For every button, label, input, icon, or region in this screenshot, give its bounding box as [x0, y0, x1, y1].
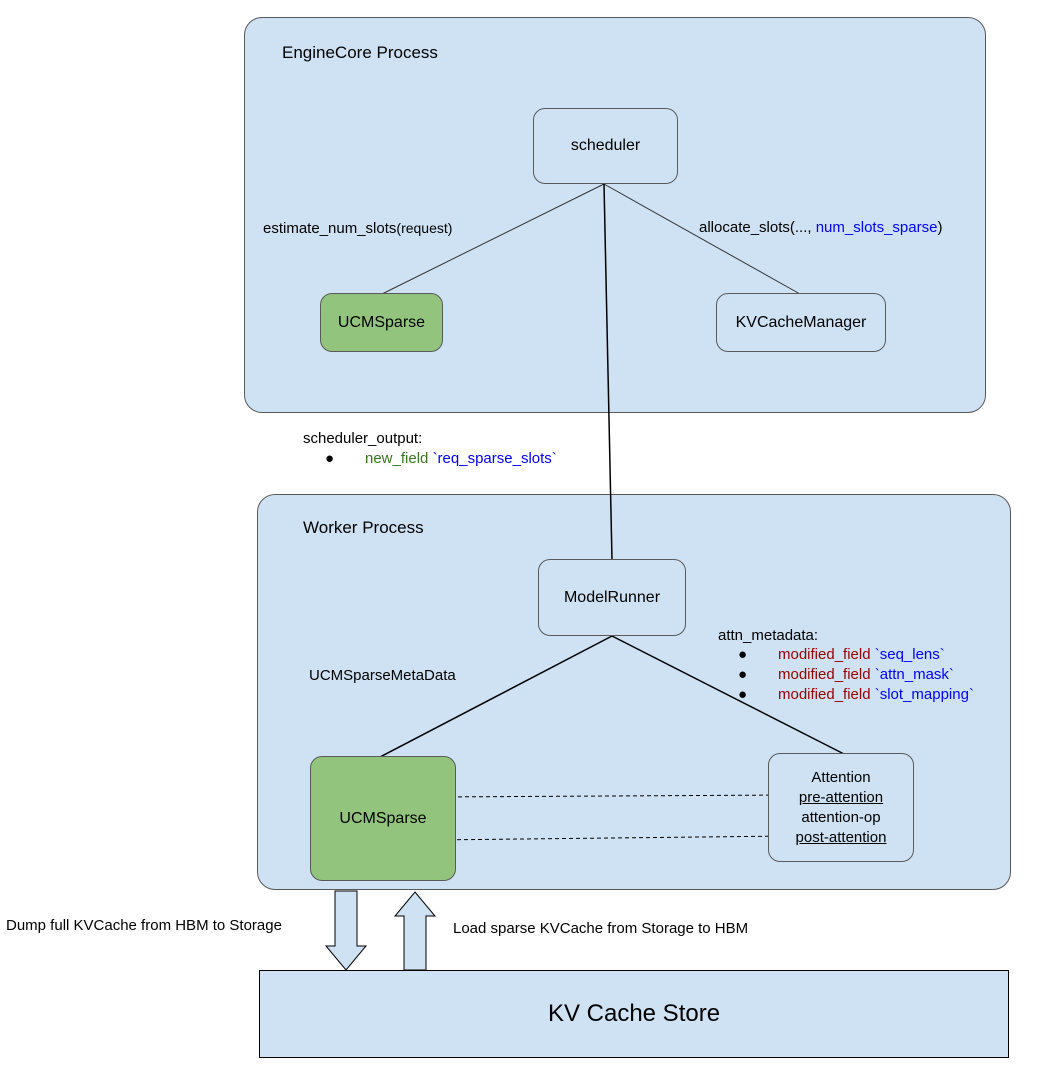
estimate-arg: (request) [396, 220, 453, 236]
worker-title: Worker Process [303, 518, 424, 537]
bullet-icon: ● [738, 646, 748, 663]
modified-field-name: `attn_mask` [874, 666, 954, 683]
attention-title: Attention [811, 768, 871, 786]
modified-field-name: `seq_lens` [874, 646, 945, 663]
down-block-arrow [324, 890, 368, 971]
edge-modelrunner-ucmsparse [379, 635, 613, 758]
load-kvcache-label: Load sparse KVCache from Storage to HBM [453, 920, 749, 937]
bullet-icon: ● [738, 686, 748, 703]
allocate-param: num_slots_sparse [815, 219, 938, 236]
estimate-fn: estimate_num_slots [263, 220, 397, 237]
kvcachemanager-node: KVCacheManager [716, 293, 886, 352]
allocate-suffix: ) [937, 219, 943, 236]
pre-attention-label: pre-attention [798, 788, 884, 806]
attn-metadata-item: ● modified_field `slot_mapping` [738, 686, 974, 704]
allocate-prefix: allocate_slots(..., [699, 219, 816, 236]
modified-field-kind: modified_field [778, 646, 871, 663]
dashed-arrow-to-pre-attention [429, 791, 791, 800]
worker-ucmsparse-node: UCMSparse [310, 756, 456, 881]
attn-metadata-title: attn_metadata: [718, 627, 819, 644]
bullet-icon: ● [738, 666, 748, 683]
kv-cache-store: KV Cache Store [259, 970, 1009, 1058]
post-attention-label: post-attention [795, 828, 887, 846]
modified-field-name: `slot_mapping` [874, 686, 974, 703]
up-block-arrow [393, 891, 437, 971]
modified-field-kind: modified_field [778, 686, 871, 703]
attn-metadata-item: ● modified_field `attn_mask` [738, 666, 954, 684]
new-field-kind: new_field [365, 450, 429, 467]
enginecore-title: EngineCore Process [282, 43, 438, 62]
estimate-num-slots-label: estimate_num_slots(request) [263, 219, 452, 238]
bullet-icon: ● [325, 450, 335, 467]
edge-modelrunner-attention [611, 635, 845, 755]
scheduler-output-item: ● new_field `req_sparse_slots` [325, 450, 557, 468]
scheduler-node: scheduler [533, 108, 678, 184]
dashed-arrow-to-ucmsparse [431, 835, 791, 844]
edge-scheduler-ucmsparse [381, 183, 605, 295]
dump-kvcache-label: Dump full KVCache from HBM to Storage [6, 917, 282, 934]
attention-node: Attention pre-attention attention-op pos… [768, 753, 914, 862]
edge-scheduler-modelrunner [603, 183, 613, 561]
edge-scheduler-kvcachemanager [603, 183, 801, 295]
ucmsparse-metadata-label: UCMSparseMetaData [309, 667, 456, 684]
attention-op-label: attention-op [801, 808, 881, 826]
modelrunner-node: ModelRunner [538, 559, 686, 636]
allocate-slots-label: allocate_slots(..., num_slots_sparse) [699, 219, 942, 237]
attn-metadata-item: ● modified_field `seq_lens` [738, 646, 945, 664]
new-field-name: `req_sparse_slots` [432, 450, 557, 467]
scheduler-output-title: scheduler_output: [303, 430, 423, 447]
modified-field-kind: modified_field [778, 666, 871, 683]
enginecore-ucmsparse-node: UCMSparse [320, 293, 443, 352]
